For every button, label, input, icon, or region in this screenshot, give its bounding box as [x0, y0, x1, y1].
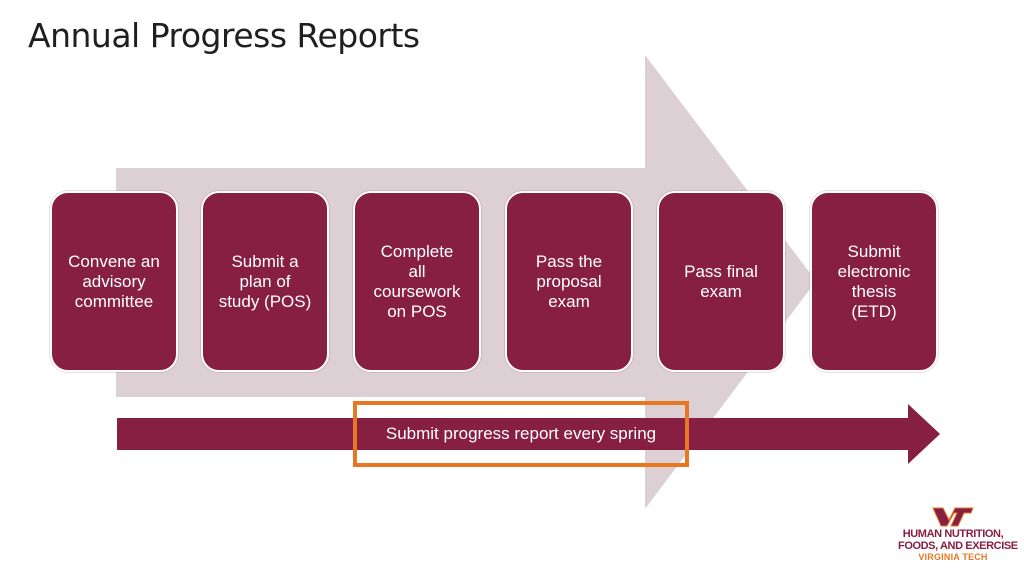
logo-line-1: HUMAN NUTRITION, [902, 528, 1004, 540]
step-label: Complete all coursework on POS [373, 241, 461, 321]
step-submit-plan: Submit a plan of study (POS) [201, 191, 329, 372]
step-label: Submit a plan of study (POS) [218, 251, 312, 311]
vt-logo: HUMAN NUTRITION, FOODS, AND EXERCISE VIR… [898, 506, 1018, 562]
vt-logo-mark-icon [932, 507, 974, 527]
step-convene-committee: Convene an advisory committee [50, 191, 178, 372]
step-proposal-exam: Pass the proposal exam [505, 191, 633, 372]
logo-line-2: FOODS, AND EXERCISE [898, 540, 1018, 552]
step-label: Convene an advisory committee [68, 251, 160, 311]
progress-arrow-shape [117, 404, 940, 464]
step-label: Submit electronic thesis (ETD) [837, 241, 911, 321]
progress-report-label: Submit progress report every spring [385, 424, 657, 443]
progress-report-callout: Submit progress report every spring [353, 401, 689, 467]
slide-title: Annual Progress Reports [28, 16, 420, 55]
step-final-exam: Pass final exam [657, 191, 785, 372]
step-label: Pass final exam [684, 261, 758, 301]
logo-line-3: VIRGINIA TECH [918, 552, 988, 562]
step-submit-etd: Submit electronic thesis (ETD) [810, 191, 938, 372]
step-label: Pass the proposal exam [535, 251, 603, 311]
step-complete-coursework: Complete all coursework on POS [353, 191, 481, 372]
